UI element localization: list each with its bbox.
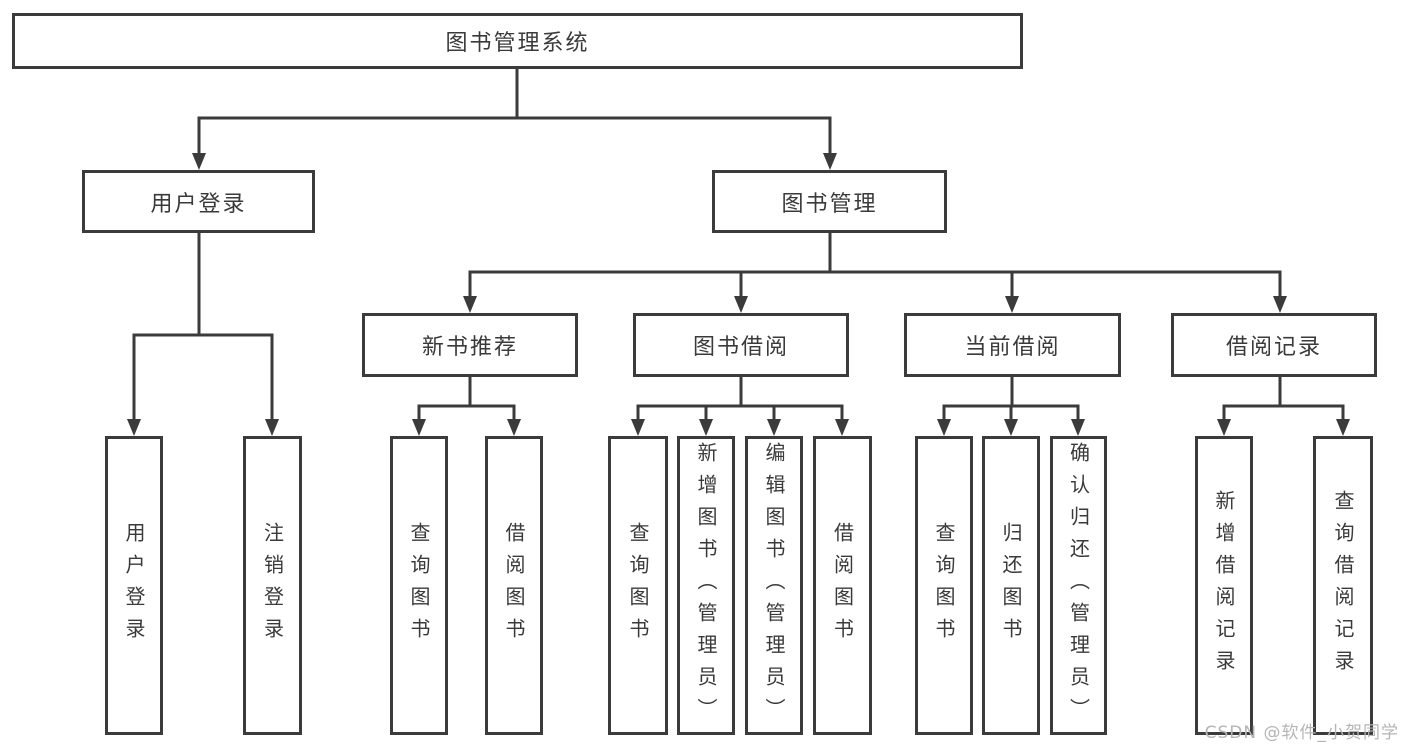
- leaf-borrow-borrow-book-label: 借阅图书: [830, 521, 855, 650]
- leaf-edit-book-admin-label: 编辑图书（管理员）: [762, 441, 786, 730]
- node-user-login-label: 用户登录: [150, 191, 247, 217]
- node-current-borrow: 当前借阅: [904, 313, 1121, 377]
- leaf-add-book-admin-label: 新增图书（管理员）: [694, 441, 718, 730]
- leaf-recommend-query-book: 查询图书: [390, 436, 448, 735]
- node-book-borrow: 图书借阅: [633, 313, 849, 377]
- leaf-add-borrow-record: 新增借阅记录: [1195, 436, 1253, 735]
- leaf-user-login-label: 用户登录: [122, 521, 146, 650]
- node-current-borrow-label: 当前借阅: [964, 335, 1061, 360]
- leaf-user-login: 用户登录: [105, 436, 163, 735]
- node-root: 图书管理系统: [12, 13, 1023, 69]
- node-book-borrow-label: 图书借阅: [692, 335, 789, 360]
- leaf-recommend-borrow-book: 借阅图书: [485, 436, 543, 735]
- leaf-query-borrow-record-label: 查询借阅记录: [1331, 489, 1355, 682]
- node-borrow-records: 借阅记录: [1171, 313, 1377, 377]
- node-borrow-records-label: 借阅记录: [1225, 335, 1322, 360]
- leaf-borrow-query-book: 查询图书: [608, 436, 668, 735]
- leaf-return-book-label: 归还图书: [999, 521, 1023, 650]
- node-new-book-recommend-label: 新书推荐: [421, 335, 518, 360]
- leaf-recommend-query-book-label: 查询图书: [407, 521, 431, 650]
- node-user-login: 用户登录: [82, 170, 315, 233]
- leaf-query-borrow-record: 查询借阅记录: [1313, 436, 1373, 735]
- leaf-add-borrow-record-label: 新增借阅记录: [1212, 489, 1236, 682]
- leaf-borrow-borrow-book: 借阅图书: [813, 436, 872, 735]
- leaf-logout-label: 注销登录: [260, 521, 285, 650]
- node-root-label: 图书管理系统: [445, 31, 590, 56]
- leaf-current-query-book-label: 查询图书: [932, 521, 956, 650]
- node-new-book-recommend: 新书推荐: [362, 313, 578, 377]
- leaf-add-book-admin: 新增图书（管理员）: [677, 436, 735, 735]
- leaf-recommend-borrow-book-label: 借阅图书: [502, 521, 526, 650]
- leaf-current-query-book: 查询图书: [915, 436, 973, 735]
- node-book-management-label: 图书管理: [781, 191, 878, 217]
- leaf-edit-book-admin: 编辑图书（管理员）: [745, 436, 803, 735]
- leaf-borrow-query-book-label: 查询图书: [626, 521, 650, 650]
- node-book-management: 图书管理: [712, 170, 947, 233]
- leaf-logout: 注销登录: [243, 436, 302, 735]
- leaf-return-book: 归还图书: [982, 436, 1040, 735]
- leaf-confirm-return-admin-label: 确认归还（管理员）: [1066, 441, 1091, 730]
- watermark-text: CSDN @软件_小贺同学: [1204, 723, 1399, 743]
- leaf-confirm-return-admin: 确认归还（管理员）: [1050, 436, 1107, 735]
